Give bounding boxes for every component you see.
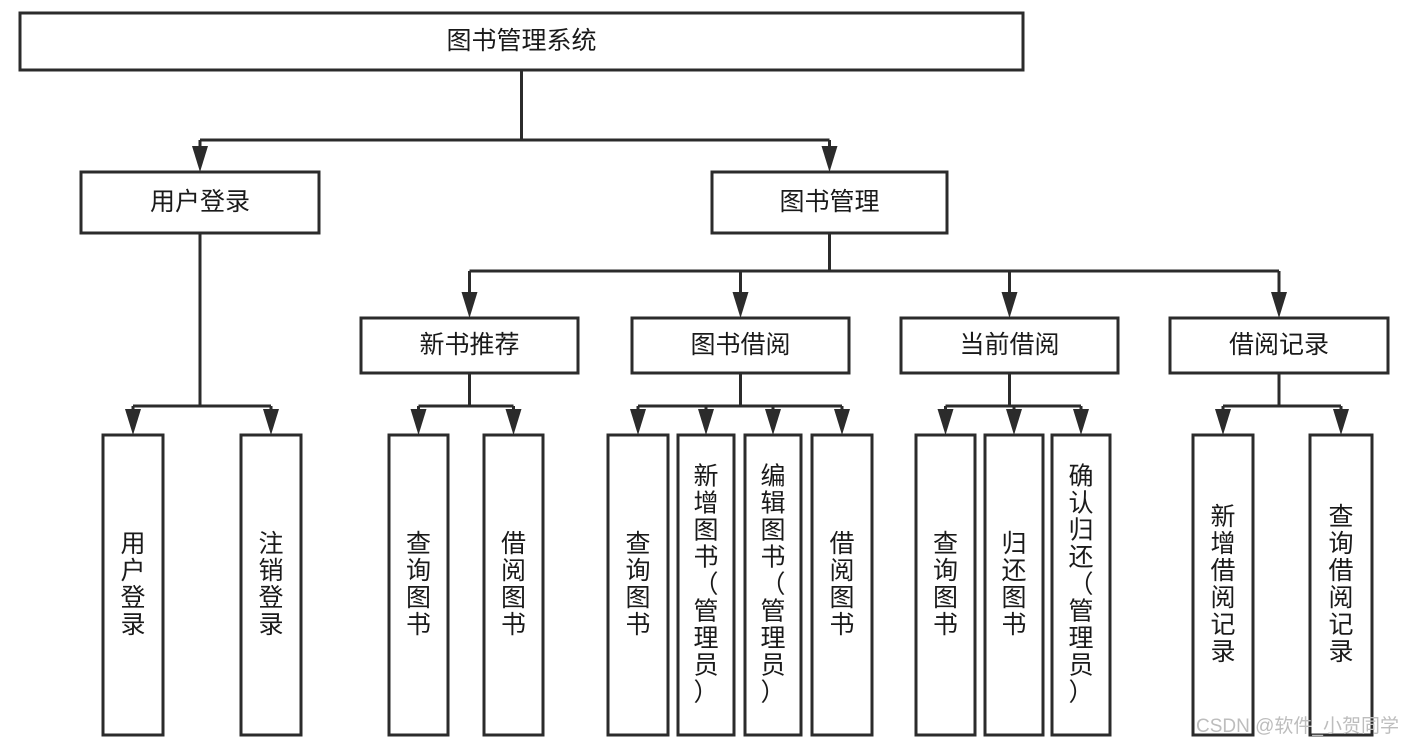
- node-label-leaf-add-record: 新增借阅记录: [1210, 503, 1235, 666]
- edge-bm-to-borrow-record-head: [1271, 292, 1287, 318]
- node-box-leaf-query-record: [1308, 433, 1374, 737]
- node-leaf-borrow-book[interactable]: 借阅图书: [810, 433, 874, 737]
- node-label-leaf-borrow-book: 借阅图书: [829, 530, 854, 639]
- node-label-leaf-query-book-rec: 查询图书: [406, 530, 431, 639]
- node-leaf-user-login[interactable]: 用户登录: [101, 433, 165, 737]
- edge-bm-to-new-book-recommend-head: [461, 292, 478, 318]
- node-box-leaf-borrow-book: [810, 433, 874, 737]
- node-leaf-query-book-current[interactable]: 查询图书: [914, 433, 977, 737]
- node-leaf-query-book-rec[interactable]: 查询图书: [387, 433, 450, 737]
- node-leaf-query-book-borrow[interactable]: 查询图书: [606, 433, 670, 737]
- node-leaf-add-book[interactable]: 新增图书（管理员）: [676, 433, 736, 737]
- edge-current-borrow-to-leaf-confirm-return-head: [1073, 409, 1089, 435]
- node-box-leaf-return-book: [983, 433, 1045, 737]
- edge-current-borrow-to-leaf-query-book-current-head: [937, 409, 954, 435]
- edge-book-borrow-to-leaf-edit-book-head: [765, 409, 781, 435]
- node-box-leaf-borrow-book-rec: [482, 433, 545, 737]
- node-label-leaf-confirm-return: 确认归还（管理员）: [1068, 463, 1093, 707]
- node-label-current-borrow: 当前借阅: [959, 331, 1059, 359]
- edges-layer: [125, 70, 1349, 435]
- node-leaf-return-book[interactable]: 归还图书: [983, 433, 1045, 737]
- node-label-leaf-user-logout: 注销登录: [258, 530, 283, 639]
- edge-borrow-record-to-leaf-query-record-head: [1333, 409, 1349, 435]
- node-leaf-confirm-return[interactable]: 确认归还（管理员）: [1050, 433, 1112, 737]
- node-box-user-login: [79, 170, 321, 235]
- node-leaf-user-logout[interactable]: 注销登录: [239, 433, 303, 737]
- node-box-new-book-recommend: [359, 316, 580, 375]
- node-box-leaf-add-record: [1191, 433, 1255, 737]
- node-box-leaf-edit-book: [743, 433, 803, 737]
- node-box-leaf-query-book-current: [914, 433, 977, 737]
- node-label-root: 图书管理系统: [446, 27, 596, 55]
- node-borrow-record[interactable]: 借阅记录: [1168, 316, 1390, 375]
- node-box-root: [18, 11, 1025, 72]
- edge-root-to-book-management-head: [821, 146, 838, 172]
- node-current-borrow[interactable]: 当前借阅: [899, 316, 1120, 375]
- node-leaf-edit-book[interactable]: 编辑图书（管理员）: [743, 433, 803, 737]
- nodes-layer: 图书管理系统用户登录图书管理新书推荐图书借阅当前借阅借阅记录用户登录注销登录查询…: [18, 11, 1390, 737]
- node-book-management[interactable]: 图书管理: [710, 170, 949, 235]
- node-label-book-borrow: 图书借阅: [690, 331, 790, 359]
- edge-borrow-record-to-leaf-add-record-head: [1215, 409, 1231, 435]
- node-box-book-borrow: [630, 316, 851, 375]
- edge-book-borrow-to-leaf-query-book-borrow-head: [630, 409, 646, 435]
- node-book-borrow[interactable]: 图书借阅: [630, 316, 851, 375]
- node-box-leaf-confirm-return: [1050, 433, 1112, 737]
- edge-user-login-to-leaf-user-login-head: [125, 409, 141, 435]
- node-new-book-recommend[interactable]: 新书推荐: [359, 316, 580, 375]
- node-label-borrow-record: 借阅记录: [1229, 331, 1329, 359]
- edge-book-borrow-to-leaf-add-book-head: [698, 409, 714, 435]
- node-label-user-login: 用户登录: [150, 188, 250, 216]
- node-leaf-query-record[interactable]: 查询借阅记录: [1308, 433, 1374, 737]
- node-label-leaf-return-book: 归还图书: [1001, 530, 1026, 639]
- node-label-leaf-edit-book: 编辑图书（管理员）: [760, 463, 785, 707]
- edge-bm-to-book-borrow-head: [732, 292, 749, 318]
- edge-bm-to-current-borrow-head: [1001, 292, 1018, 318]
- edge-root-to-user-login-head: [192, 146, 208, 172]
- node-leaf-add-record[interactable]: 新增借阅记录: [1191, 433, 1255, 737]
- node-label-leaf-query-record: 查询借阅记录: [1328, 503, 1353, 666]
- node-box-leaf-query-book-rec: [387, 433, 450, 737]
- node-label-leaf-add-book: 新增图书（管理员）: [693, 463, 718, 707]
- node-user-login[interactable]: 用户登录: [79, 170, 321, 235]
- csdn-watermark: CSDN @软件_小贺同学: [1196, 715, 1399, 737]
- node-label-book-management: 图书管理: [779, 188, 879, 216]
- node-box-leaf-add-book: [676, 433, 736, 737]
- node-label-leaf-query-book-current: 查询图书: [933, 530, 958, 639]
- node-box-leaf-user-logout: [239, 433, 303, 737]
- edge-new-book-recommend-to-leaf-query-book-rec-head: [410, 409, 427, 435]
- node-leaf-borrow-book-rec[interactable]: 借阅图书: [482, 433, 545, 737]
- node-label-leaf-user-login: 用户登录: [120, 530, 145, 639]
- node-label-leaf-query-book-borrow: 查询图书: [625, 530, 650, 639]
- node-label-leaf-borrow-book-rec: 借阅图书: [501, 530, 526, 639]
- node-box-leaf-query-book-borrow: [606, 433, 670, 737]
- edge-user-login-to-leaf-user-logout-head: [263, 409, 279, 435]
- node-box-leaf-user-login: [101, 433, 165, 737]
- node-root[interactable]: 图书管理系统: [18, 11, 1025, 72]
- edge-new-book-recommend-to-leaf-borrow-book-rec-head: [505, 409, 522, 435]
- node-box-current-borrow: [899, 316, 1120, 375]
- node-box-book-management: [710, 170, 949, 235]
- edge-book-borrow-to-leaf-borrow-book-head: [834, 409, 850, 435]
- edge-current-borrow-to-leaf-return-book-head: [1006, 409, 1022, 435]
- node-box-borrow-record: [1168, 316, 1390, 375]
- node-label-new-book-recommend: 新书推荐: [419, 331, 519, 359]
